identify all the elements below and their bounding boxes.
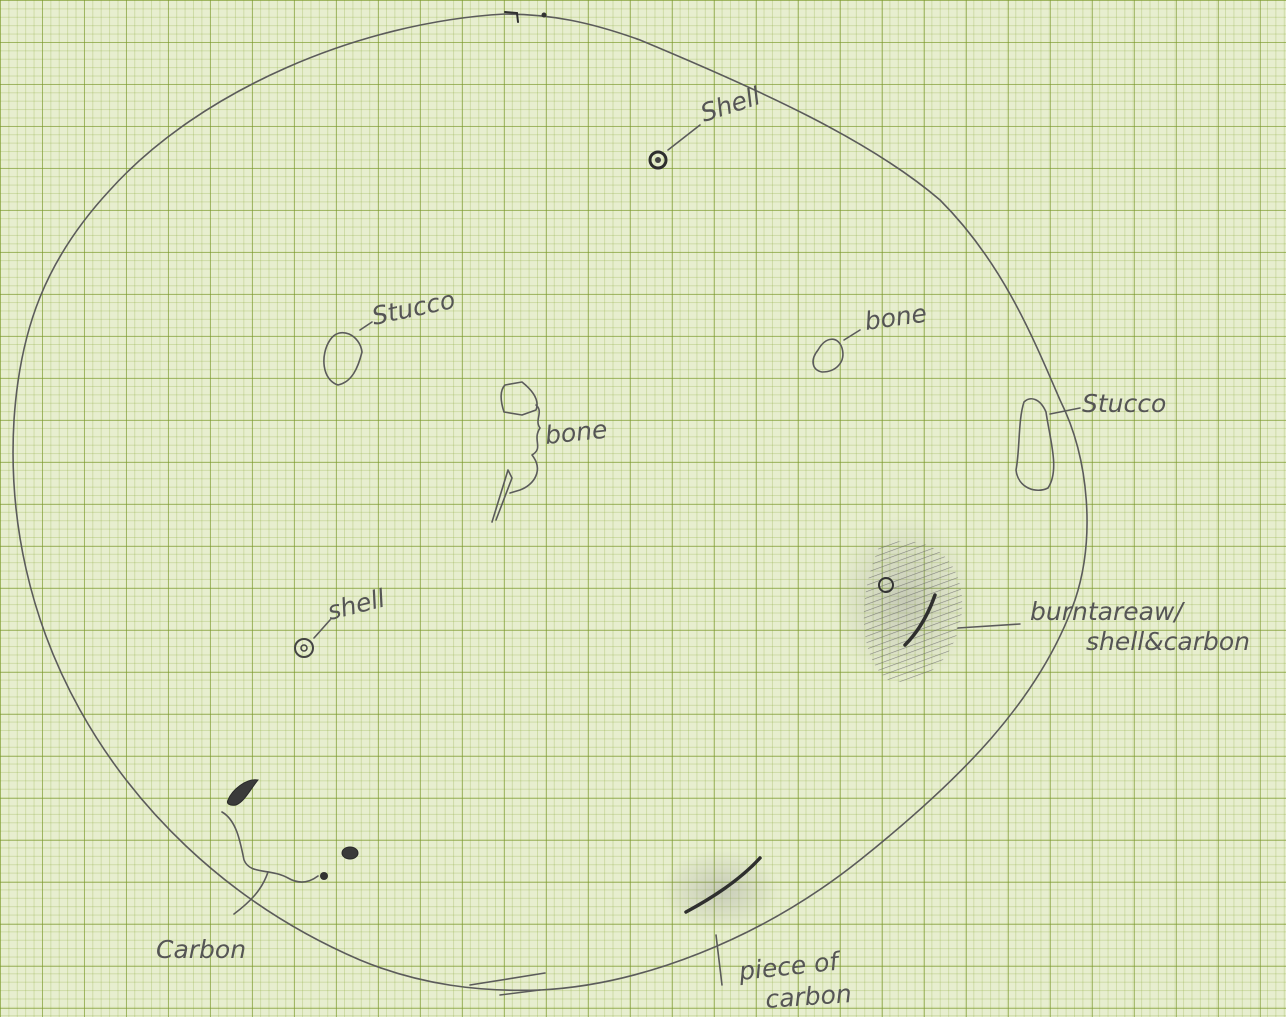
- label-shell-left: shell: [324, 584, 387, 626]
- bone-right: bone: [813, 299, 929, 372]
- top-dot: [542, 13, 547, 18]
- label-shell-top: Shell: [697, 81, 764, 127]
- carbon-left: Carbon: [156, 780, 358, 964]
- label-burnt-area-1: burntareaw/: [1030, 597, 1185, 626]
- label-bone-center: bone: [544, 415, 609, 450]
- burnt-area: burntareaw/ shell&carbon: [833, 515, 1250, 685]
- label-piece-carbon-2: carbon: [764, 979, 852, 1014]
- bone-center: bone: [492, 382, 609, 522]
- feature-outline: [13, 14, 1087, 990]
- label-stucco-left: Stucco: [369, 285, 457, 331]
- stucco-right: Stucco: [1016, 389, 1166, 490]
- piece-of-carbon: piece of carbon: [660, 850, 853, 1014]
- shell-left: shell: [295, 584, 388, 657]
- label-carbon-left: Carbon: [156, 935, 246, 964]
- outline-overlap-bottom: [470, 973, 545, 995]
- label-burnt-area-2: shell&carbon: [1086, 627, 1250, 656]
- stucco-left: Stucco: [324, 285, 458, 385]
- shell-top: Shell: [650, 81, 764, 168]
- label-stucco-right: Stucco: [1082, 389, 1166, 418]
- label-bone-right: bone: [863, 299, 929, 336]
